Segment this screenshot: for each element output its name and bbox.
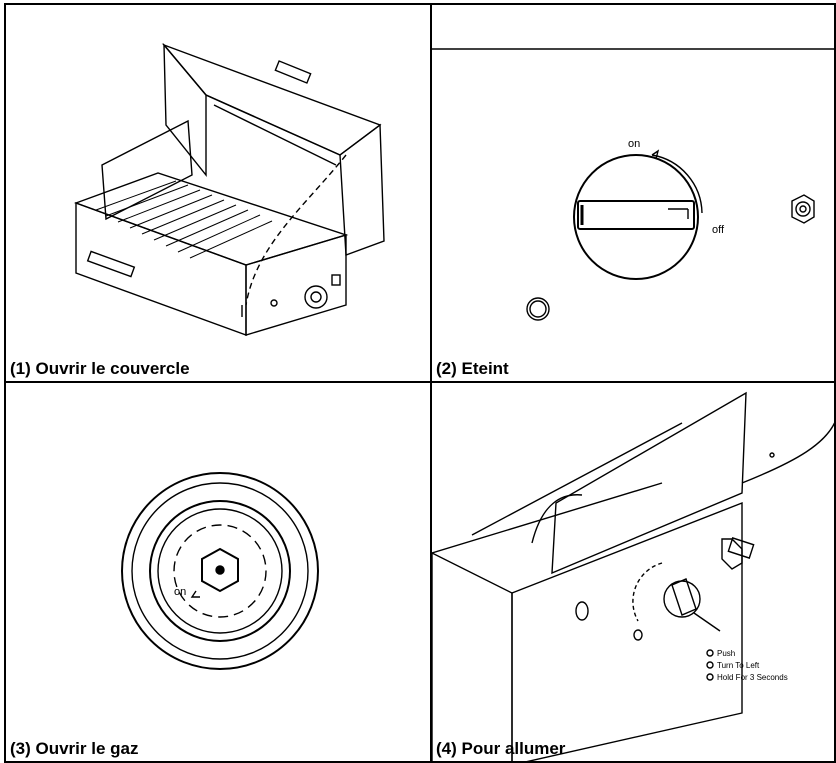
caption-1: (1) Ouvrir le couvercle: [10, 359, 190, 378]
label-on: on: [174, 586, 186, 598]
panel-open-lid: (1) Ouvrir le couvercle: [4, 3, 432, 383]
label-off: off: [712, 224, 725, 236]
panel-open-gas: on (3) Ouvrir le gaz: [4, 381, 432, 763]
caption-3: (3) Ouvrir le gaz: [10, 739, 139, 758]
step-3: Hold For 3 Seconds: [717, 673, 788, 682]
step-1: Push: [717, 649, 735, 658]
igniter-button-icon: [791, 194, 815, 224]
knob-off-illustration: on off: [432, 48, 834, 321]
grill-open-lid-illustration: [73, 43, 385, 337]
caption-4: (4) Pour allumer: [436, 739, 566, 758]
caption-2: (2) Eteint: [436, 359, 509, 378]
label-on: on: [628, 138, 640, 150]
gas-valve-illustration: on: [121, 472, 319, 670]
panel-light: Push Turn To Left Hold For 3 Seconds (4)…: [430, 381, 836, 763]
lighting-illustration: Push Turn To Left Hold For 3 Seconds: [432, 391, 834, 761]
panel-off: on off (2) Eteint: [430, 3, 836, 383]
hole-icon: [526, 297, 550, 321]
step-2: Turn To Left: [717, 661, 760, 670]
